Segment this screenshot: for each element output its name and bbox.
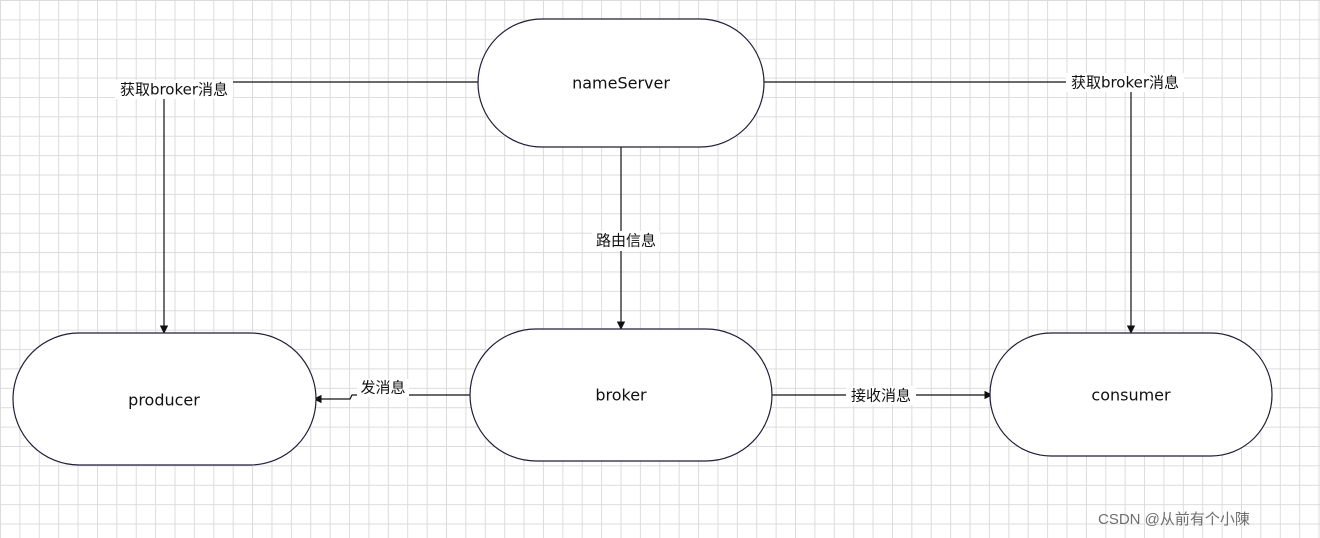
edge-label-broker-producer: 发消息: [357, 379, 409, 397]
edge-label-nameserver-producer: 获取broker消息: [115, 80, 233, 99]
edge-label-nameserver-producer-text: 获取broker消息: [120, 81, 228, 99]
edge-label-nameserver-consumer-text: 获取broker消息: [1071, 74, 1179, 92]
node-consumer-label: consumer: [1091, 386, 1171, 405]
edge-nameserver-to-consumer: [764, 81, 1136, 334]
edge-label-broker-consumer-text: 接收消息: [851, 387, 911, 405]
node-broker-label: broker: [595, 386, 647, 405]
node-nameserver[interactable]: nameServer: [477, 18, 765, 148]
edge-label-broker-producer-text: 发消息: [360, 379, 405, 397]
edge-label-broker-consumer: 接收消息: [846, 386, 916, 405]
edge-label-nameserver-broker-text: 路由信息: [596, 232, 656, 250]
csdn-watermark: CSDN @从前有个小陳: [1098, 511, 1250, 528]
node-consumer[interactable]: consumer: [989, 332, 1273, 457]
edge-label-nameserver-broker: 路由信息: [592, 231, 660, 251]
edge-label-nameserver-consumer: 获取broker消息: [1066, 73, 1184, 92]
edge-nameserver-to-producer: [159, 81, 478, 334]
node-nameserver-label: nameServer: [572, 74, 670, 93]
node-broker[interactable]: broker: [469, 328, 773, 462]
node-producer[interactable]: producer: [12, 332, 317, 466]
node-producer-label: producer: [128, 391, 200, 410]
edge-broker-to-producer: [313, 394, 470, 404]
